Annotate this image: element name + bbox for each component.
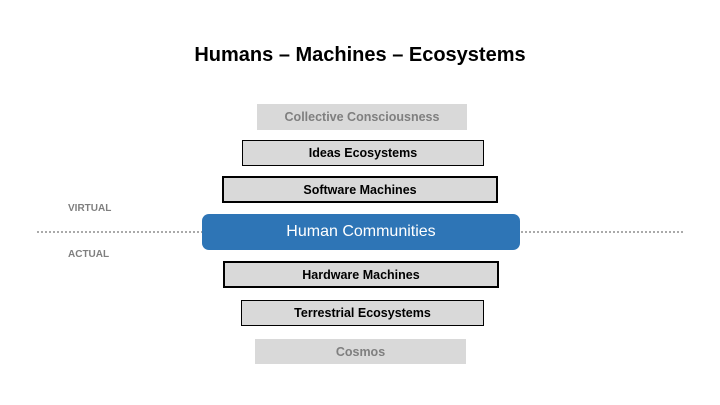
layer-collective-consciousness: Collective Consciousness: [257, 104, 467, 130]
virtual-label: VIRTUAL: [68, 203, 112, 214]
diagram-title: Humans – Machines – Ecosystems: [194, 44, 526, 66]
layer-cosmos: Cosmos: [255, 339, 466, 364]
actual-label: ACTUAL: [68, 249, 110, 260]
layer-human-communities: Human Communities: [202, 214, 520, 250]
layer-ideas-ecosystems: Ideas Ecosystems: [242, 140, 484, 166]
layer-software-machines: Software Machines: [222, 176, 498, 203]
layer-terrestrial-ecosystems: Terrestrial Ecosystems: [241, 300, 484, 326]
layer-hardware-machines: Hardware Machines: [223, 261, 499, 288]
